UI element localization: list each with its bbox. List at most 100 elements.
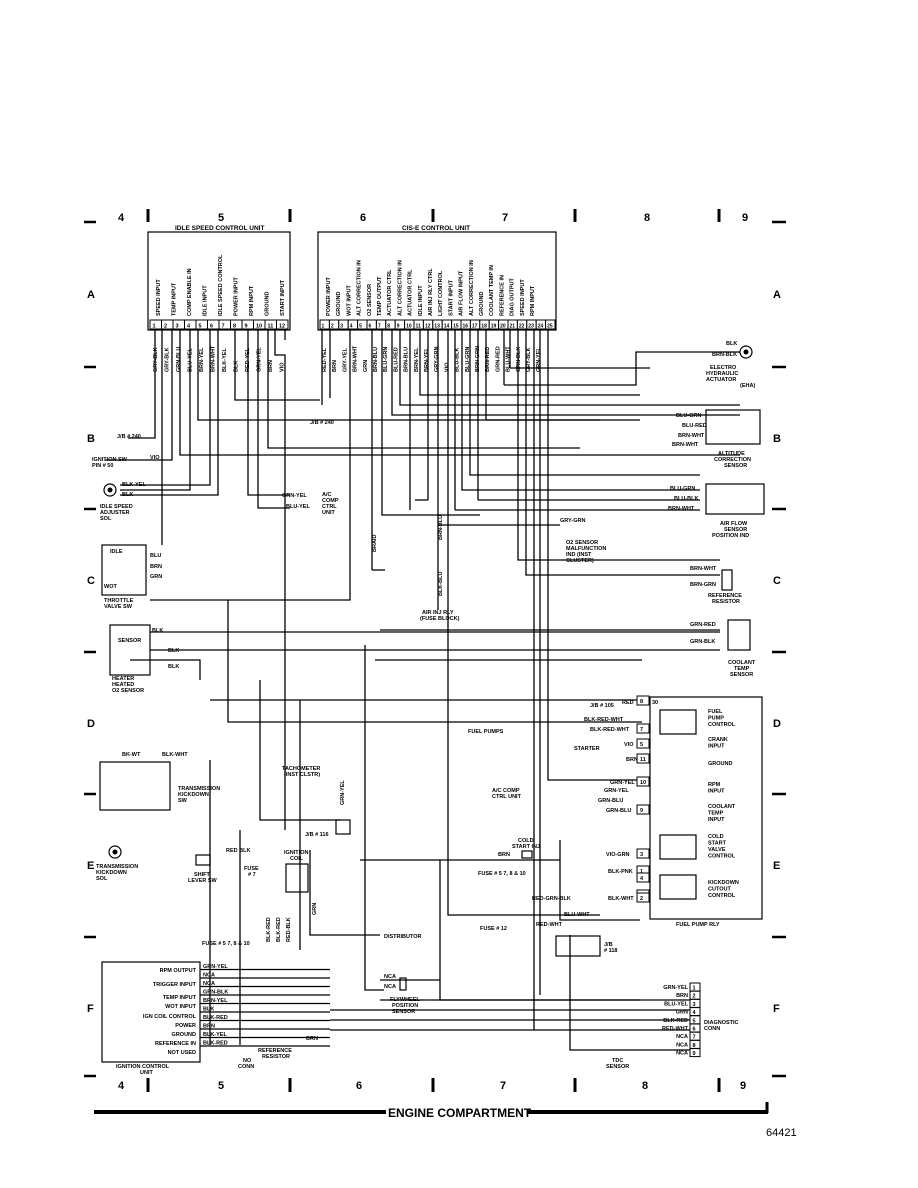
ignition-control-unit: IGNITION CONTROL UNIT RPM OUTPUTTRIGGER … xyxy=(101,961,420,1076)
shift-label-2: LEVER SW xyxy=(188,878,218,884)
grid-col-bottom-6: 6 xyxy=(356,1080,362,1092)
kickdown-wire-2: BLK-WHT xyxy=(162,752,188,758)
airflow-wire-2: BLU-BLK xyxy=(674,496,698,502)
jb-240-left: J/B # 240 xyxy=(117,434,141,440)
kickdown-sw-label-3: SW xyxy=(178,798,188,804)
o2-malf-label-4: CLUSTER) xyxy=(566,558,594,564)
shift-lever-switch xyxy=(195,854,211,866)
air-inj-label-1: AIR INJ RLY xyxy=(422,610,454,616)
relay-wire-bw: BLK-WHT xyxy=(608,896,634,902)
grid-row-left-d: D xyxy=(87,718,95,730)
idle-pin-number: 7 xyxy=(222,324,225,330)
idle-pin-number: 9 xyxy=(245,324,248,330)
coil-wire-1: BLK-RED xyxy=(266,917,272,942)
idle-pin-number: 8 xyxy=(233,324,236,330)
coil-wire-3: RED-BLK xyxy=(286,917,292,942)
idle-function-label: SPEED INPUT xyxy=(156,279,162,316)
airflow-wire-1: BLU-GRN xyxy=(670,486,695,492)
grid-sides: A B C D E F A B C D E F xyxy=(84,289,786,1015)
cis-pin-number: 6 xyxy=(369,324,372,330)
relay-wire-gy-1: GRN-YEL xyxy=(610,780,635,786)
relay-pin-number: 4 xyxy=(640,876,644,882)
cis-function-label: RPM INPUT xyxy=(530,285,536,316)
coolant-label-3: SENSOR xyxy=(730,672,753,678)
idle-unit-title: IDLE SPEED CONTROL UNIT xyxy=(175,225,264,232)
ignition-wire-label: BLK-RED xyxy=(203,1041,228,1047)
ignition-unit-title-1: IGNITION CONTROL xyxy=(116,1064,170,1070)
cis-function-label: SPEED INPUT xyxy=(520,279,526,316)
cis-pin-number: 15 xyxy=(453,324,459,330)
idle-wire-label: GRN-BLU xyxy=(176,347,182,372)
idle-wire-label: VIO xyxy=(280,362,286,372)
relay-wire-vg: VIO-GRN xyxy=(606,852,630,858)
idle-function-label: TEMP INPUT xyxy=(172,282,178,316)
relay-pin-box xyxy=(636,892,650,903)
cis-function-label: DIAG OUTPUT xyxy=(510,277,516,316)
grid-row-right-a: A xyxy=(773,289,781,301)
left-components: J/B # 240 IGNITION SW PIN # 50 VIO BLK-Y… xyxy=(92,434,259,884)
coolant-temp-sensor xyxy=(727,619,751,651)
relay-jb-105: J/B # 105 xyxy=(590,703,614,709)
cis-function-label: AIR INJ RLY CTRL xyxy=(428,268,434,316)
cis-wire-label: BLU-BLK xyxy=(455,348,461,372)
idle-pin-number: 1 xyxy=(153,324,156,330)
cis-unit-title: CIS-E CONTROL UNIT xyxy=(402,225,470,232)
airflow-label-2: SENSOR xyxy=(724,527,747,533)
idle-wire-label: GRY-BLK xyxy=(165,347,171,372)
relay-pin-number: 10 xyxy=(640,780,646,786)
o2-wire-blk-3: BLK xyxy=(168,664,179,670)
cis-function-label: AIR FLOW INPUT xyxy=(459,270,465,316)
cis-wire-label: BRN-BLU xyxy=(373,347,379,372)
diag-pin-number: 4 xyxy=(693,1010,697,1016)
idle-adjuster-solenoid-icon xyxy=(103,483,117,497)
relay-pin-number: 8 xyxy=(640,699,643,705)
idle-function-label: COMP ENABLE IN xyxy=(187,268,193,316)
relay-wire-gb-1: GRN-BLU xyxy=(598,798,623,804)
jb-240-center: J/B # 240 xyxy=(310,420,334,426)
braid-label: BRAID xyxy=(372,535,378,552)
diag-pin-number: 3 xyxy=(693,1002,696,1008)
altitude-wire-2: BLU-RED xyxy=(682,423,707,429)
relay-section-label: FUEL xyxy=(708,709,723,715)
cis-wire-label: BLU-RED xyxy=(393,347,399,372)
relay-section-label: TEMP xyxy=(708,811,724,817)
relay-coil-box xyxy=(659,874,697,900)
grid-top: 4 5 6 7 8 9 xyxy=(84,209,786,224)
coolant-label-2: TEMP xyxy=(734,666,750,672)
cis-wire-label: RED-YEL xyxy=(322,347,328,372)
ac-ctrl-label-1: A/C COMP xyxy=(492,788,520,794)
diag-wire-label: BLK-RED xyxy=(663,1018,688,1024)
ignition-switch-label: IGNITION SW xyxy=(92,457,128,463)
o2-heater-label: HEATER xyxy=(112,676,134,682)
relay-pin-box xyxy=(636,738,650,749)
grid-col-bottom-5: 5 xyxy=(218,1080,224,1092)
ref-res-wire: BRN xyxy=(306,1036,318,1042)
diag-pin-box xyxy=(689,1048,701,1058)
cis-pin-number: 4 xyxy=(350,324,353,330)
cis-pin-number: 16 xyxy=(463,324,469,330)
grid-row-right-b: B xyxy=(773,433,781,445)
airflow-label-3: POSITION IND xyxy=(712,533,749,539)
kickdown-sw-label-1: TRANSMISSION xyxy=(178,786,220,792)
cis-pin-number: 18 xyxy=(481,324,487,330)
grid-row-left-b: B xyxy=(87,433,95,445)
idle-wire-label: GRN-YEL xyxy=(257,347,263,372)
ignition-unit-wires: GRN-YELNCANCAGRN-BLKBRN-YELBLKBLK-REDBRN… xyxy=(200,964,330,1047)
relay-wire-bluwht: BLU-WHT xyxy=(564,912,590,918)
ignition-coil-label-1: IGNITION xyxy=(284,850,308,856)
cis-wire-label: BRN-YEL xyxy=(424,347,430,372)
reference-resistor-icon xyxy=(721,569,733,591)
cis-pin-number: 2 xyxy=(331,324,334,330)
coolant-wire-2: GRN-BLK xyxy=(690,639,715,645)
diag-wire-label: RED-WHT xyxy=(662,1026,689,1032)
relay-section-label: COOLANT xyxy=(708,804,736,810)
shift-wire: RED BLK xyxy=(226,848,250,854)
cis-function-label: ACTUATOR CTRL xyxy=(408,269,414,316)
diag-title-2: CONN xyxy=(704,1026,720,1032)
relay-wire-vio: VIO xyxy=(624,742,634,748)
ignition-wire-label: BLK-YEL xyxy=(203,1032,227,1038)
cis-function-label: POWER INPUT xyxy=(326,277,332,316)
